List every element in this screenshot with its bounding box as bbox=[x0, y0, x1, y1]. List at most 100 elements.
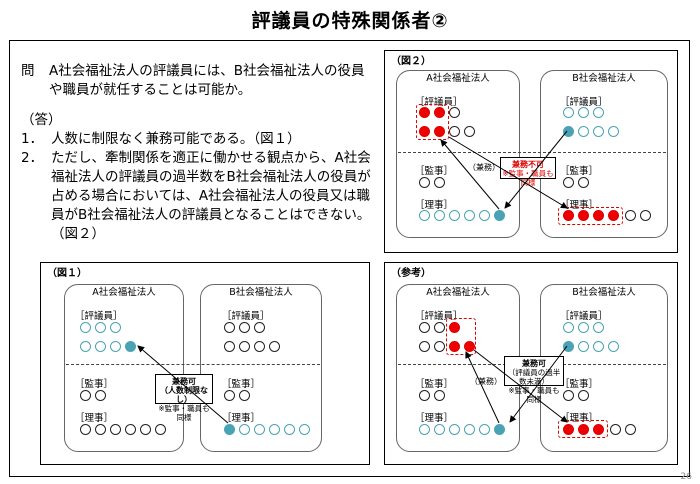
councilor-circle bbox=[464, 126, 475, 137]
figure-1-title: （図１） bbox=[47, 268, 87, 279]
director-circle bbox=[110, 424, 121, 435]
councilor-circle bbox=[464, 341, 475, 352]
director-circle bbox=[449, 210, 460, 221]
auditor-circle bbox=[419, 390, 430, 401]
answer-item-number: 1． bbox=[21, 131, 44, 147]
auditor-label: ［監事］ bbox=[415, 166, 454, 177]
page-number: 26 bbox=[680, 472, 692, 482]
director-circle bbox=[464, 424, 475, 435]
councilor-circle bbox=[125, 341, 136, 352]
highlight-box bbox=[416, 104, 449, 140]
councilor-circle bbox=[269, 341, 280, 352]
director-circle bbox=[494, 424, 505, 435]
corp-a-label: A社会福祉法人 bbox=[426, 287, 490, 298]
note-sub: （評議員の過半数未満） bbox=[507, 368, 561, 386]
councilor-circle bbox=[593, 322, 604, 333]
councilor-circle bbox=[593, 341, 604, 352]
answer-item: 1． 人数に制限なく兼務可能である。（図１） bbox=[21, 130, 376, 149]
councilor-circle bbox=[449, 107, 460, 118]
answer-item-number: 2． bbox=[21, 150, 44, 166]
director-circle bbox=[284, 424, 295, 435]
note-sub: ※監事・職員も同様 bbox=[502, 169, 554, 187]
director-circle bbox=[155, 424, 166, 435]
auditor-circle bbox=[239, 390, 250, 401]
qa-section: 問 A社会福祉法人の評議員には、B社会福祉法人の役員や職員が就任することは可能か… bbox=[21, 62, 376, 244]
councilor-circle bbox=[95, 322, 106, 333]
corp-b-label: B社会福祉法人 bbox=[572, 287, 636, 298]
councilor-circle bbox=[578, 126, 589, 137]
auditor-circle bbox=[434, 390, 445, 401]
auditor-circle bbox=[563, 390, 574, 401]
answer-heading: （答） bbox=[21, 112, 62, 128]
director-circle bbox=[479, 424, 490, 435]
auditor-circle bbox=[80, 390, 91, 401]
corp-b-label: B社会福祉法人 bbox=[572, 73, 636, 84]
director-circle bbox=[449, 424, 460, 435]
councilor-circle bbox=[80, 341, 91, 352]
corp-a-label: A社会福祉法人 bbox=[92, 287, 156, 298]
divider-line bbox=[66, 364, 320, 365]
director-circle bbox=[434, 210, 445, 221]
question-text: A社会福祉法人の評議員には、B社会福祉法人の役員や職員が就任することは可能か。 bbox=[49, 63, 365, 98]
director-circle bbox=[95, 424, 106, 435]
auditor-label: ［監事］ bbox=[560, 166, 599, 177]
director-circle bbox=[578, 210, 589, 221]
auditor-circle bbox=[224, 390, 235, 401]
councilor-circle bbox=[563, 107, 574, 118]
auditor-circle bbox=[578, 390, 589, 401]
councilor-circle bbox=[239, 322, 250, 333]
councilor-circle bbox=[434, 107, 445, 118]
concurrent-allowed-note: 兼務可 （人数制限なし） ※監事・職員も同様 bbox=[155, 374, 213, 422]
director-label: ［理事］ bbox=[222, 413, 261, 424]
corp-b-label: B社会福祉法人 bbox=[229, 287, 293, 298]
note-main: 兼務可 bbox=[172, 377, 196, 386]
page-title: 評議員の特殊関係者② bbox=[251, 10, 449, 32]
director-circle bbox=[464, 210, 475, 221]
director-circle bbox=[479, 210, 490, 221]
auditor-label: ［監事］ bbox=[222, 379, 261, 390]
councilor-circle bbox=[239, 341, 250, 352]
director-circle bbox=[625, 424, 636, 435]
councilor-circle bbox=[578, 341, 589, 352]
note-sub-2: ※監事・職員も同様 bbox=[508, 386, 560, 404]
councilor-circle bbox=[419, 341, 430, 352]
director-circle bbox=[593, 210, 604, 221]
highlight-box bbox=[446, 318, 476, 355]
divider-line bbox=[398, 152, 666, 153]
councilor-circle bbox=[608, 126, 619, 137]
director-circle bbox=[625, 210, 636, 221]
auditor-circle bbox=[563, 177, 574, 188]
director-label: ［理事］ bbox=[75, 413, 114, 424]
director-label: ［理事］ bbox=[415, 413, 454, 424]
auditor-circle bbox=[434, 177, 445, 188]
councilor-circle bbox=[110, 322, 121, 333]
director-circle bbox=[269, 424, 280, 435]
content-frame bbox=[9, 40, 690, 477]
councilor-circle bbox=[419, 126, 430, 137]
councilor-circle bbox=[563, 341, 574, 352]
director-circle bbox=[593, 424, 604, 435]
figure-2-title: （図２） bbox=[391, 56, 431, 67]
director-circle bbox=[80, 424, 91, 435]
highlight-box bbox=[558, 420, 608, 438]
councilor-circle bbox=[563, 322, 574, 333]
director-label: ［理事］ bbox=[560, 413, 599, 424]
councilor-circle bbox=[224, 322, 235, 333]
question-label: 問 bbox=[21, 63, 35, 79]
auditor-circle bbox=[578, 177, 589, 188]
councilor-circle bbox=[95, 341, 106, 352]
director-circle bbox=[419, 424, 430, 435]
highlight-box bbox=[558, 207, 623, 225]
councilor-label: ［評議員］ bbox=[415, 311, 463, 322]
director-circle bbox=[140, 424, 151, 435]
councilor-circle bbox=[593, 126, 604, 137]
director-circle bbox=[299, 424, 310, 435]
note-main-2: （人数制限なし） bbox=[160, 386, 208, 404]
director-circle bbox=[563, 210, 574, 221]
councilor-circle bbox=[80, 322, 91, 333]
answer-item-text: ただし、牽制関係を適正に働かせる観点から、A社会福祉法人の評議員の過半数をB社会… bbox=[51, 150, 371, 242]
corp-a-label: A社会福祉法人 bbox=[426, 73, 490, 84]
councilor-label: ［評議員］ bbox=[222, 311, 270, 322]
councilor-circle bbox=[434, 126, 445, 137]
councilor-label: ［評議員］ bbox=[75, 311, 123, 322]
